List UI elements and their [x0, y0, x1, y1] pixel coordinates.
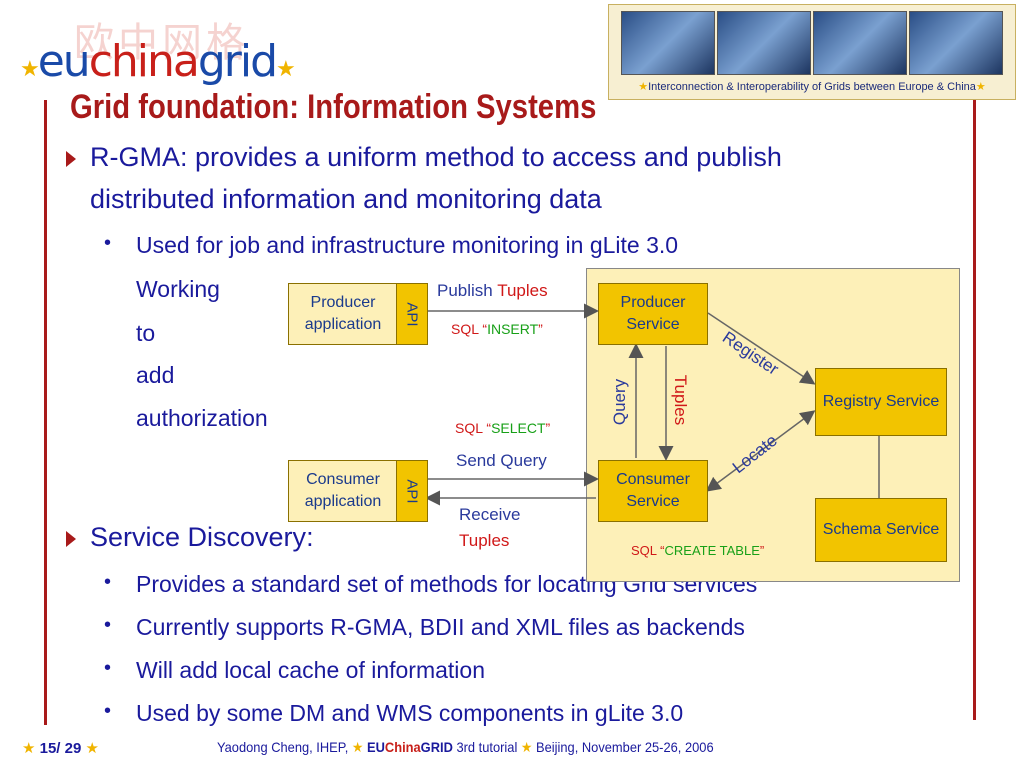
sub-bullet-dot: • — [104, 657, 112, 679]
star-icon: ★ — [276, 57, 296, 82]
header-banner: ★Interconnection & Interoperability of G… — [608, 4, 1016, 100]
sub-bullet-dot: • — [104, 232, 112, 254]
banner-photo — [909, 11, 1003, 75]
banner-photo — [717, 11, 811, 75]
star-icon: ★ — [351, 739, 364, 755]
working-line: add — [136, 362, 175, 388]
rgma-bullet-line2: distributed information and monitoring d… — [90, 184, 602, 214]
banner-photo — [621, 11, 715, 75]
bullet-arrow-icon — [66, 151, 76, 167]
logo-eu: eu — [37, 36, 91, 87]
schema-service-box: Schema Service — [815, 498, 947, 562]
working-line: authorization — [136, 405, 268, 431]
register-arrow — [707, 312, 816, 385]
working-line: to — [136, 320, 156, 346]
sql-insert-label: SQL “INSERT” — [451, 321, 543, 337]
producer-api-box: API — [396, 283, 428, 345]
logo-grid: grid — [197, 36, 278, 87]
slide-title: Grid foundation: Information Systems — [70, 88, 597, 126]
banner-photos — [621, 11, 1003, 75]
sub-bullet-dot: • — [104, 614, 112, 636]
euchinagrid-logo: ★euchinagrid★ — [20, 36, 296, 87]
receive-tuples-label: Tuples — [459, 531, 510, 550]
banner-caption: ★Interconnection & Interoperability of G… — [638, 81, 986, 93]
sd-sub-bullet: Will add local cache of information — [136, 657, 485, 683]
consumer-service-box: Consumer Service — [598, 460, 708, 522]
rgma-bullet: R-GMA: provides a uniform method to acce… — [90, 142, 782, 172]
rgma-sub-bullet: Used for job and infrastructure monitori… — [136, 232, 679, 258]
right-rule — [973, 100, 976, 720]
star-icon: ★ — [520, 739, 533, 755]
send-query-label: Send Query — [456, 451, 547, 470]
producer-service-box: Producer Service — [598, 283, 708, 345]
locate-arrow — [705, 410, 816, 492]
left-rule — [44, 100, 47, 725]
footer-credits: Yaodong Cheng, IHEP, ★ EUChinaGRID 3rd t… — [217, 739, 714, 755]
service-discovery-bullet: Service Discovery: — [90, 522, 314, 552]
query-label: Query — [610, 378, 630, 426]
banner-photo — [813, 11, 907, 75]
consumer-api-box: API — [396, 460, 428, 522]
bullet-arrow-icon — [66, 531, 76, 547]
consumer-application-box: Consumer application — [288, 460, 398, 522]
sql-create-table-label: SQL “CREATE TABLE” — [631, 543, 765, 558]
watermark-chinese-text: 欧中网格 — [74, 20, 250, 66]
star-icon: ★ — [20, 57, 40, 82]
sd-sub-bullet: Currently supports R-GMA, BDII and XML f… — [136, 614, 745, 640]
sub-bullet-dot: • — [104, 571, 112, 593]
tuples-vertical-label: Tuples — [671, 374, 691, 426]
registry-service-box: Registry Service — [815, 368, 947, 436]
receive-label: Receive — [459, 505, 521, 524]
sd-sub-bullet: Used by some DM and WMS components in gL… — [136, 700, 684, 726]
star-icon: ★ — [85, 740, 99, 757]
logo-china: china — [88, 36, 200, 87]
working-line: Working — [136, 276, 220, 302]
sql-select-label: SQL “SELECT” — [455, 420, 551, 436]
publish-tuples-label: Publish Tuples — [437, 281, 548, 300]
producer-application-box: Producer application — [288, 283, 398, 345]
sub-bullet-dot: • — [104, 700, 112, 722]
page-number: ★ 15/ 29 ★ — [22, 740, 99, 757]
star-icon: ★ — [22, 740, 36, 757]
